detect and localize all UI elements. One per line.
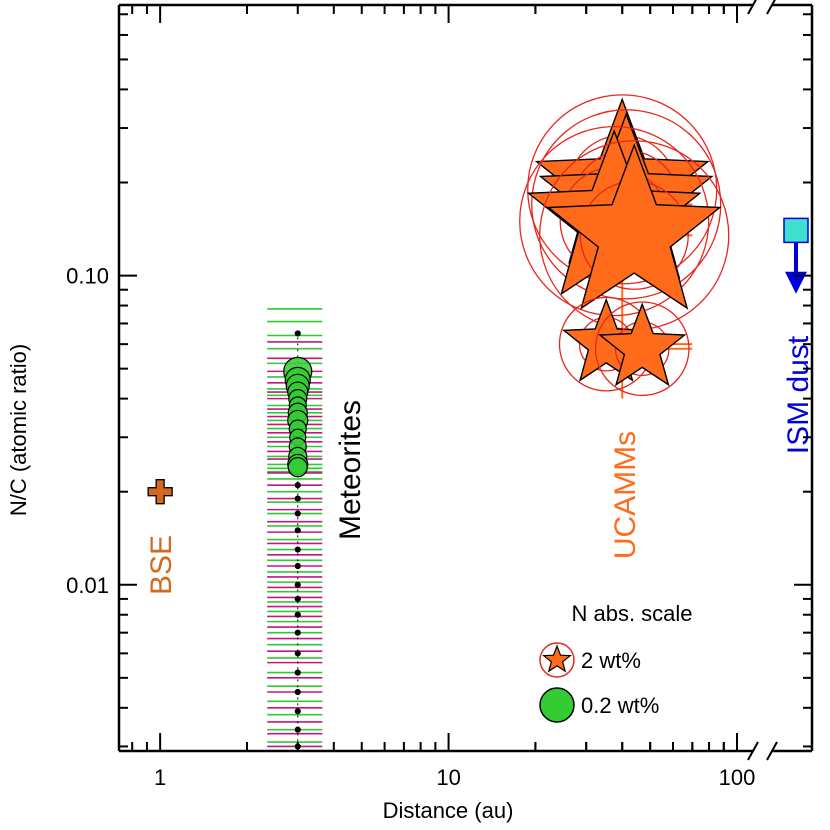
meteorite-point (294, 330, 301, 337)
legend-entry-02wt: 0.2 wt% (581, 693, 659, 718)
meteorite-point (294, 495, 301, 502)
axis-break-mark (747, 0, 757, 15)
x-axis-title: Distance (au) (383, 798, 514, 823)
y-tick-label: 0.01 (66, 573, 109, 598)
bse-label: BSE (145, 535, 178, 595)
meteorite-point (294, 482, 301, 489)
ucamms-label: UCAMMs (609, 431, 642, 559)
plot-area: BSE Meteorites UCAMMs ISM dust (145, 94, 815, 752)
legend-title: N abs. scale (571, 601, 692, 626)
bse-point (147, 479, 173, 505)
ism-arrow-head (785, 271, 807, 294)
meteorite-point (294, 688, 301, 696)
meteorite-point (294, 562, 301, 570)
meteorite-point (294, 510, 301, 517)
meteorite-point (294, 595, 301, 603)
meteorite-point (294, 629, 301, 636)
axes: 1 10 100 0.01 0.10 (66, 0, 814, 790)
meteorite-point (294, 650, 301, 657)
meteorite-point (294, 669, 301, 676)
legend-entry-2wt: 2 wt% (581, 648, 641, 673)
y-tick-label: 0.10 (66, 264, 109, 289)
meteorite-point (294, 581, 301, 588)
x-tick-label: 10 (436, 765, 460, 790)
legend-circle-marker (539, 687, 575, 723)
meteorite-point (294, 611, 301, 618)
ism-dust-label: ISM dust (782, 335, 815, 454)
x-tick-label: 1 (154, 765, 166, 790)
ucamm-star-point (598, 302, 687, 387)
meteorites-label: Meteorites (334, 400, 367, 540)
meteorite-point (294, 546, 301, 553)
ism-dust-point (783, 217, 809, 244)
ucamm-star-point (546, 143, 722, 310)
x-tick-label: 100 (719, 765, 756, 790)
meteorite-point (294, 726, 301, 733)
ucamm-circle (594, 301, 690, 397)
meteorite-point (287, 457, 308, 478)
legend: N abs. scale 2 wt% 0.2 wt% (539, 601, 693, 723)
ucamm-circle (519, 125, 710, 317)
ucamm-circle (531, 109, 722, 300)
axis-break-mark (766, 741, 778, 761)
axis-break-mark (766, 0, 776, 15)
y-axis-title: N/C (atomic ratio) (6, 344, 31, 516)
meteorite-point (294, 527, 301, 534)
axis-break-mark (747, 741, 759, 761)
legend-circle-outline (539, 642, 575, 678)
legend-star (542, 644, 572, 673)
legend-star-circle-marker (539, 642, 575, 678)
meteorite-point (294, 708, 301, 715)
